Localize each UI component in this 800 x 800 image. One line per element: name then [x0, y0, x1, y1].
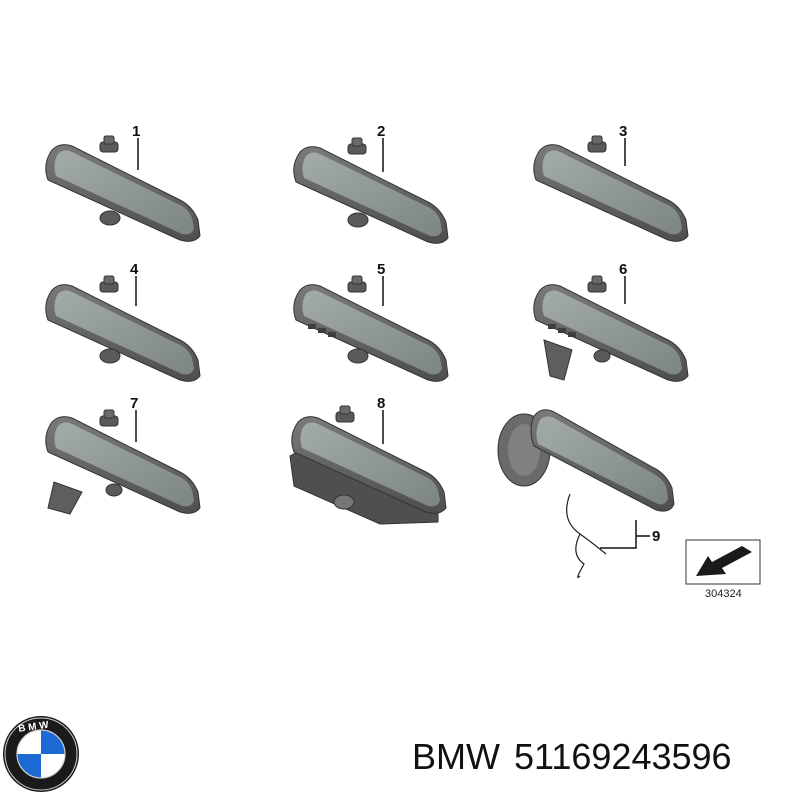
- mirror-4: [45, 275, 201, 382]
- svg-text:B M W: B M W: [18, 720, 50, 735]
- reference-box: 304324: [685, 539, 761, 600]
- callout-6: 6: [619, 261, 627, 278]
- mirror-5: [293, 275, 449, 382]
- mirror-8: [289, 405, 447, 525]
- callout-8: 8: [377, 395, 385, 412]
- mirror-2: [293, 137, 449, 244]
- part-number: 51169243596: [513, 736, 732, 777]
- brand-name: BMW: [412, 736, 500, 777]
- product-caption: BMW 51169243596: [412, 736, 732, 778]
- callout-7: 7: [130, 395, 138, 412]
- mirror-1: [45, 135, 201, 242]
- bmw-logo: B M W: [3, 716, 79, 792]
- callout-1: 1: [132, 123, 140, 140]
- arrow-icon: [696, 546, 752, 576]
- mirror-6: [533, 275, 689, 382]
- leader-9: [600, 520, 637, 549]
- mirror-9: [497, 409, 675, 579]
- callout-4: 4: [130, 261, 139, 278]
- callout-9: 9: [652, 528, 660, 545]
- reference-number: 304324: [705, 588, 742, 600]
- mirror-3: [533, 135, 689, 242]
- mirror-7: [45, 409, 201, 515]
- callout-2: 2: [377, 123, 385, 140]
- callout-5: 5: [377, 261, 385, 278]
- callout-3: 3: [619, 123, 627, 140]
